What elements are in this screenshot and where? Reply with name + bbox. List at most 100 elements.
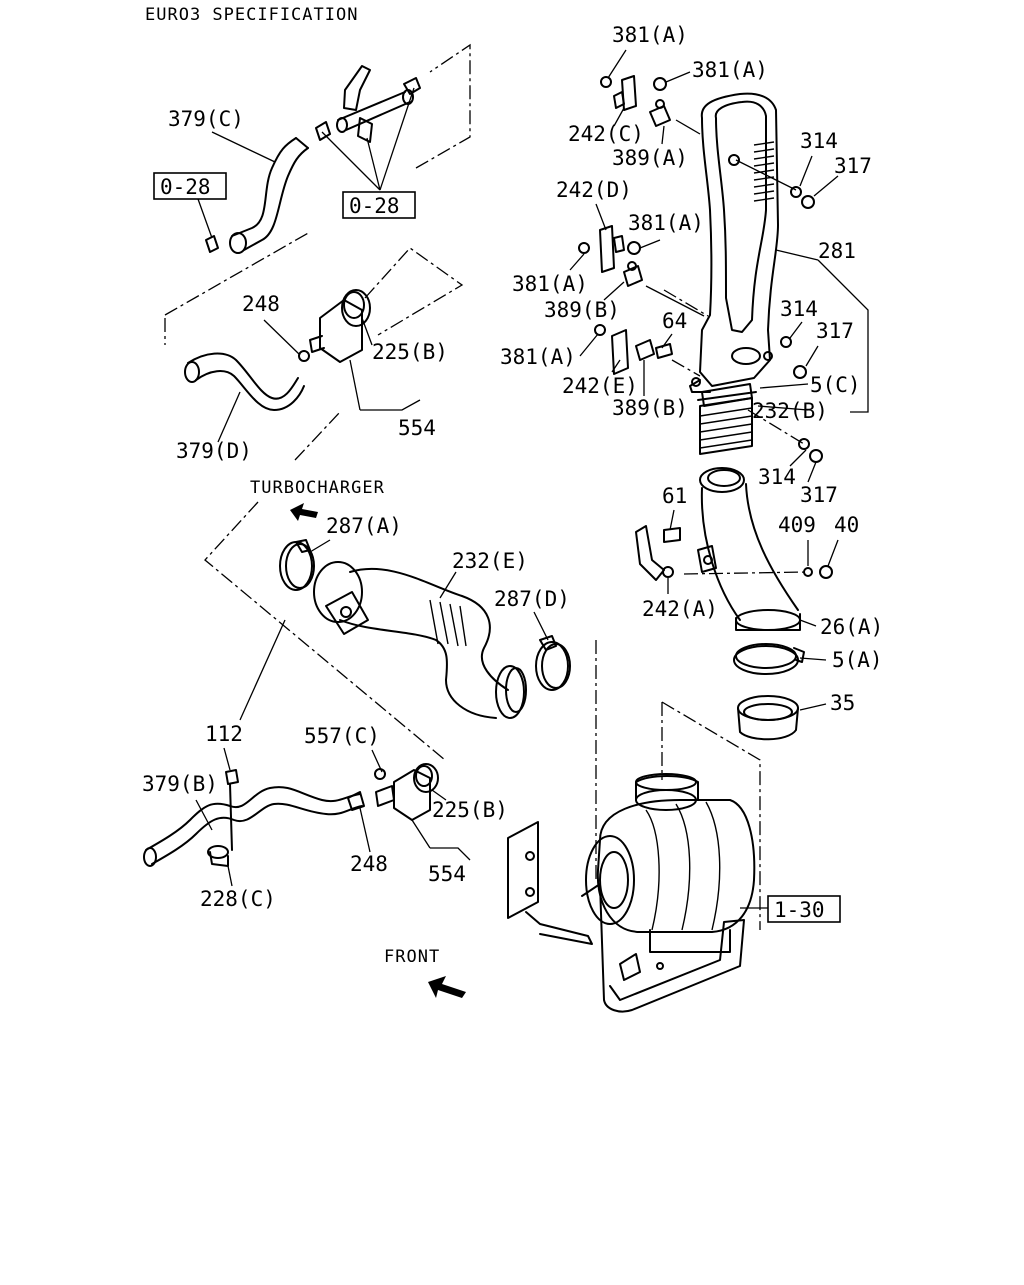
callout-label: 389(B) bbox=[544, 298, 620, 322]
hose-379b bbox=[143, 786, 363, 867]
callout-label: 287(D) bbox=[494, 587, 570, 611]
nut-381a bbox=[600, 76, 612, 88]
nut-381a bbox=[627, 241, 641, 255]
phantom-line bbox=[164, 318, 341, 461]
phantom-line bbox=[364, 247, 464, 336]
callout-label: 379(D) bbox=[176, 439, 252, 463]
reference-box-1-30[interactable]: 1-30 bbox=[767, 895, 841, 923]
callout-label: 242(D) bbox=[556, 178, 632, 202]
callout-label: 232(E) bbox=[452, 549, 528, 573]
hose-379d bbox=[184, 352, 305, 411]
phantom-line bbox=[663, 289, 809, 575]
leader-line bbox=[799, 155, 839, 197]
leader-line bbox=[309, 539, 331, 553]
leader-line bbox=[607, 49, 691, 145]
front-direction-arrow-icon bbox=[428, 976, 466, 998]
reference-box-label: 0-28 bbox=[349, 194, 400, 218]
callout-label: 317 bbox=[816, 319, 854, 343]
bracket-242e bbox=[611, 329, 629, 375]
leader-line bbox=[775, 249, 869, 413]
phantom-line bbox=[661, 701, 761, 930]
adapter-ring-35 bbox=[737, 695, 799, 741]
nut-381a bbox=[653, 77, 667, 91]
air-intake-snorkel-281 bbox=[689, 92, 779, 393]
phantom-line bbox=[164, 231, 311, 316]
callout-label: 389(A) bbox=[612, 146, 688, 170]
phantom-line bbox=[415, 43, 471, 169]
bolt-64 bbox=[655, 343, 673, 359]
leader-line bbox=[227, 865, 233, 887]
leader-line bbox=[239, 619, 286, 721]
nut-317 bbox=[801, 195, 815, 209]
nut-317 bbox=[793, 365, 807, 379]
intake-duct-232e bbox=[313, 561, 527, 719]
air-cleaner-assembly bbox=[585, 773, 756, 953]
callout-label: 112 bbox=[205, 722, 243, 746]
nut-40 bbox=[819, 565, 833, 579]
callout-label: 314 bbox=[780, 297, 818, 321]
callout-label: 26(A) bbox=[820, 615, 883, 639]
callout-label: 64 bbox=[662, 309, 687, 333]
reference-box-0-28-left[interactable]: 0-28 bbox=[153, 172, 227, 200]
nut-381a bbox=[594, 324, 606, 336]
leader-line bbox=[197, 198, 213, 239]
leader-line bbox=[789, 449, 817, 483]
leader-line bbox=[359, 807, 371, 853]
callout-label: 242(E) bbox=[562, 374, 638, 398]
callout-label: 40 bbox=[834, 513, 859, 537]
leader-line bbox=[223, 747, 231, 771]
callout-labels: 381(A) 381(A) 242(C) 389(A) 314 317 379(… bbox=[142, 23, 883, 911]
leader-line bbox=[217, 391, 241, 443]
callout-label: 5(A) bbox=[832, 648, 883, 672]
reference-box-label: 1-30 bbox=[774, 898, 825, 922]
bracket-242d bbox=[599, 225, 625, 273]
front-label: FRONT bbox=[384, 947, 440, 967]
callout-label: 381(A) bbox=[500, 345, 576, 369]
washer-409 bbox=[803, 567, 813, 577]
direction-arrow-icon bbox=[290, 503, 318, 521]
leader-line bbox=[533, 611, 549, 641]
callout-label: 381(A) bbox=[692, 58, 768, 82]
callout-label: 379(B) bbox=[142, 772, 218, 796]
leader-line bbox=[263, 319, 301, 356]
callout-label: 242(A) bbox=[642, 597, 718, 621]
callout-label: 225(B) bbox=[372, 340, 448, 364]
callout-label: 381(A) bbox=[512, 272, 588, 296]
callout-label: 248 bbox=[242, 292, 280, 316]
bracket-242c bbox=[613, 75, 637, 111]
callout-label: 242(C) bbox=[568, 122, 644, 146]
bracket-242a bbox=[635, 525, 681, 581]
thermostat-housing-lower bbox=[347, 763, 439, 821]
hose-379c bbox=[205, 137, 309, 254]
callout-label: 5(C) bbox=[810, 373, 861, 397]
pipe-clamp-112 bbox=[207, 769, 239, 867]
reference-box-0-28-center[interactable]: 0-28 bbox=[342, 191, 416, 219]
nut-317 bbox=[809, 449, 823, 463]
leader-line bbox=[735, 159, 797, 191]
leader-line bbox=[349, 359, 421, 411]
callout-label: 389(B) bbox=[612, 396, 688, 420]
leader-line bbox=[211, 131, 276, 163]
leader-line bbox=[579, 333, 673, 396]
turbocharger-label: TURBOCHARGER bbox=[250, 478, 385, 498]
callout-label: 409 bbox=[778, 513, 816, 537]
callout-label: 314 bbox=[758, 465, 796, 489]
callout-label: 314 bbox=[800, 129, 838, 153]
phantom-line bbox=[204, 501, 446, 761]
rubber-bellows-232b bbox=[697, 383, 757, 455]
callout-label: 317 bbox=[800, 483, 838, 507]
rubber-mount-389b-lower bbox=[635, 339, 655, 361]
callout-label: 61 bbox=[662, 484, 687, 508]
air-cleaner-mounting-bracket bbox=[507, 821, 745, 1013]
leader-line bbox=[789, 321, 819, 367]
callout-label: 232(B) bbox=[752, 399, 828, 423]
leader-line bbox=[431, 789, 447, 801]
callout-label: 317 bbox=[834, 154, 872, 178]
callout-label: 557(C) bbox=[304, 724, 380, 748]
leader-line bbox=[675, 119, 701, 135]
leader-line bbox=[321, 87, 415, 191]
leader-line bbox=[669, 509, 839, 567]
washer-314 bbox=[780, 336, 792, 348]
